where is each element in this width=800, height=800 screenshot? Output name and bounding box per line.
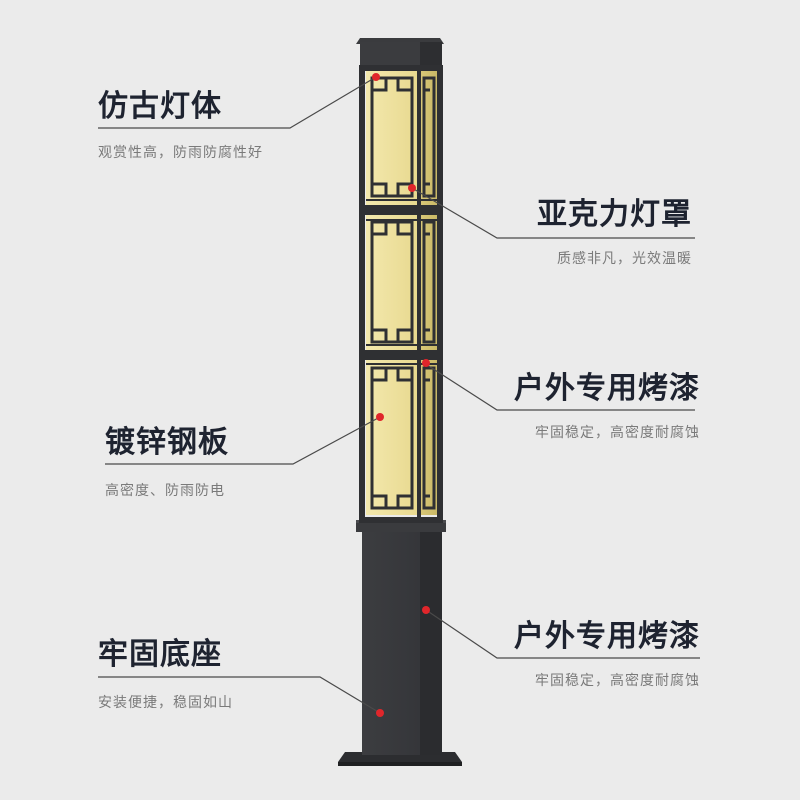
marker-outdoor-paint-lower: [422, 606, 430, 614]
feature-antique-body: 仿古灯体 观赏性高，防雨防腐性好: [98, 92, 263, 162]
leader-line-outdoor-paint-lower: [425, 609, 700, 659]
feature-outdoor-paint-lower: 户外专用烤漆 牢固稳定，高密度耐腐蚀: [514, 622, 700, 690]
leader-line-acrylic-shade: [411, 187, 695, 239]
feature-outdoor-paint-upper: 户外专用烤漆 牢固稳定，高密度耐腐蚀: [514, 374, 700, 442]
leader-line-outdoor-paint-upper: [423, 362, 695, 411]
feature-subtitle: 安装便捷，稳固如山: [98, 695, 233, 711]
leader-line-sturdy-base: [98, 676, 381, 714]
feature-subtitle: 牢固稳定，高密度耐腐蚀: [535, 673, 700, 689]
feature-title: 牢固底座: [98, 637, 222, 672]
feature-sturdy-base: 牢固底座 安装便捷，稳固如山: [98, 640, 233, 712]
markers: [372, 73, 430, 717]
leader-line-antique-body: [98, 76, 377, 129]
marker-galvanized-steel: [376, 413, 384, 421]
feature-title: 亚克力灯罩: [537, 197, 692, 232]
lamp-head: [356, 38, 444, 523]
feature-subtitle: 观赏性高，防雨防腐性好: [98, 145, 263, 161]
marker-sturdy-base: [376, 709, 384, 717]
marker-outdoor-paint-upper: [422, 359, 430, 367]
lower-pole: [356, 520, 446, 755]
feature-title: 仿古灯体: [98, 89, 222, 124]
feature-title: 户外专用烤漆: [514, 371, 700, 406]
leader-line-galvanized-steel: [105, 416, 381, 465]
marker-acrylic-shade: [408, 184, 416, 192]
feature-acrylic-shade: 亚克力灯罩 质感非凡，光效温暖: [537, 200, 692, 268]
feature-galvanized-steel: 镀锌钢板 高密度、防雨防电: [105, 428, 229, 500]
feature-subtitle: 高密度、防雨防电: [105, 483, 225, 499]
marker-antique-body: [372, 73, 380, 81]
feature-title: 镀锌钢板: [105, 425, 229, 460]
leader-lines: [98, 76, 700, 714]
feature-subtitle: 牢固稳定，高密度耐腐蚀: [535, 425, 700, 441]
feature-title: 户外专用烤漆: [514, 619, 700, 654]
feature-subtitle: 质感非凡，光效温暖: [557, 251, 692, 267]
